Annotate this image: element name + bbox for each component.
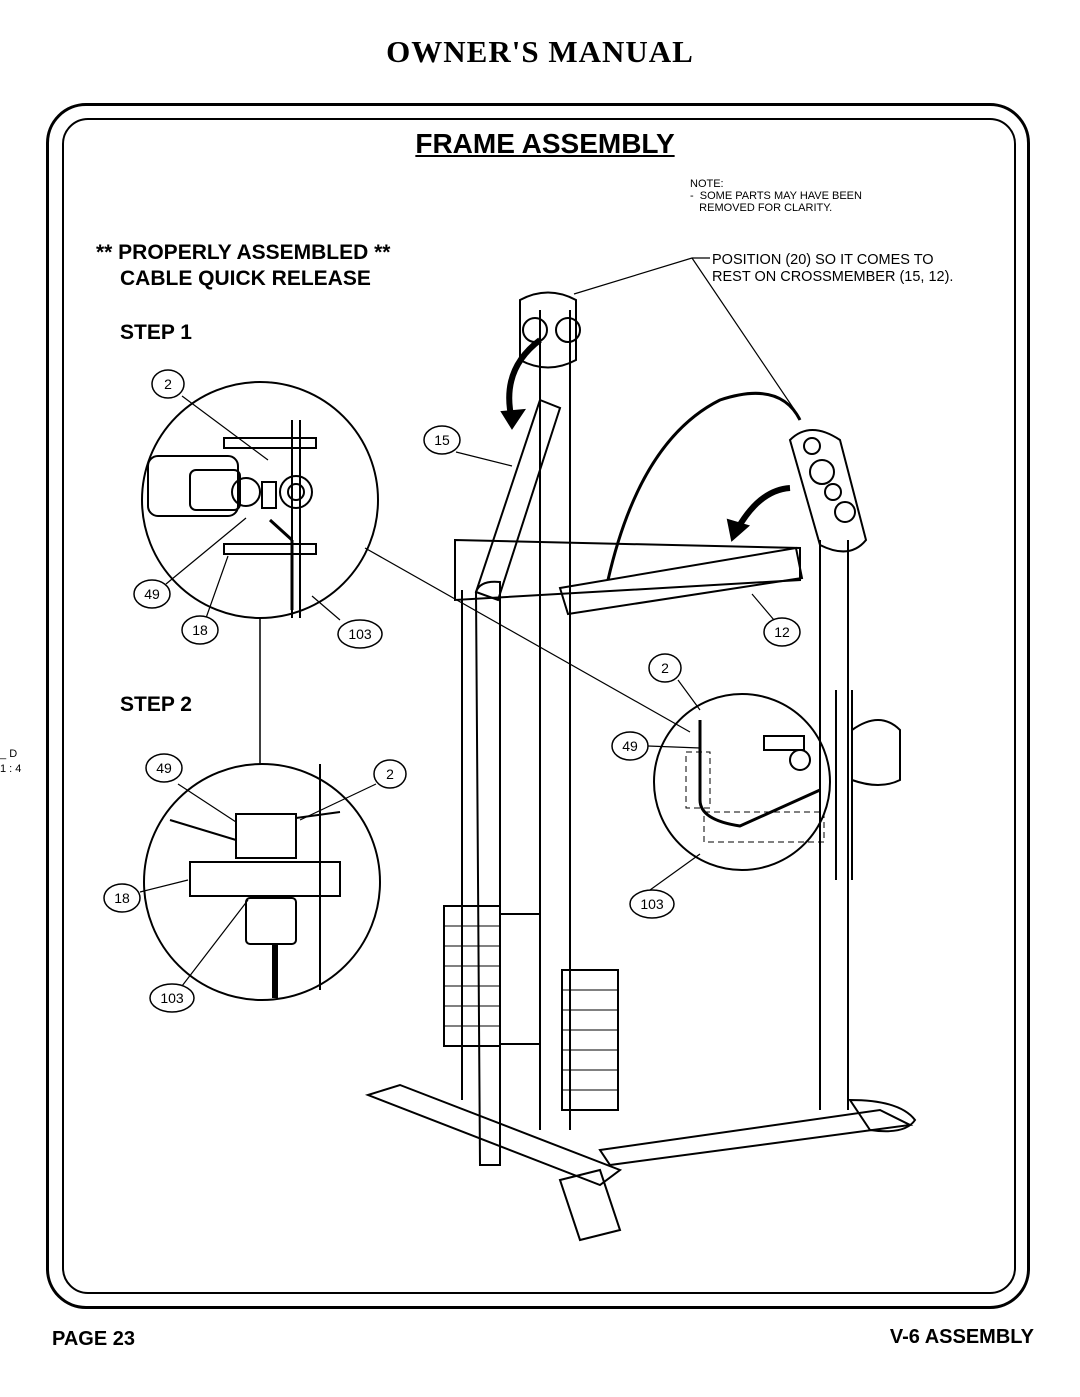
callout-bubble-2-detail xyxy=(648,653,682,683)
callout-18-step2: 18 xyxy=(114,890,130,906)
step-1-label: STEP 1 xyxy=(120,321,192,344)
callout-103-step2: 103 xyxy=(160,990,184,1006)
step2-detail-circle xyxy=(143,763,381,1001)
margin-mark-letter: _ D xyxy=(0,748,18,760)
margin-mark-scale: 1 : 4 xyxy=(0,763,22,775)
callout-15: 15 xyxy=(434,432,450,448)
callout-bubble-18-step1 xyxy=(181,615,219,645)
callout-49-step2: 49 xyxy=(156,760,172,776)
callout-bubble-18-step2 xyxy=(103,883,141,913)
section-title: FRAME ASSEMBLY xyxy=(415,128,675,159)
page-number: PAGE 23 xyxy=(52,1328,135,1350)
callout-bubble-49-step1 xyxy=(133,579,171,609)
clarity-note: NOTE: - SOME PARTS MAY HAVE BEEN REMOVED… xyxy=(690,178,862,214)
cable-detail-circle xyxy=(653,693,831,871)
callout-bubble-103-detail xyxy=(629,889,675,919)
callout-bubble-103-step1 xyxy=(337,619,383,649)
callout-12: 12 xyxy=(774,624,790,640)
page-frame-outer xyxy=(46,103,1030,1309)
callout-bubble-49-detail xyxy=(611,731,649,761)
assembly-heading-line2: CABLE QUICK RELEASE xyxy=(120,267,371,290)
callout-bubble-49-step2 xyxy=(145,753,183,783)
position-callout-line2: REST ON CROSSMEMBER (15, 12). xyxy=(712,269,954,285)
callout-2-step2: 2 xyxy=(386,766,394,782)
callout-49-step1: 49 xyxy=(144,586,160,602)
callout-103-detail: 103 xyxy=(640,896,664,912)
step1-detail-circle xyxy=(141,381,379,619)
manual-title: OWNER'S MANUAL xyxy=(386,34,694,69)
callout-2-step1: 2 xyxy=(164,376,172,392)
callout-2-detail: 2 xyxy=(661,660,669,676)
position-callout-line1: POSITION (20) SO IT COMES TO xyxy=(712,252,934,268)
callout-49-detail: 49 xyxy=(622,738,638,754)
page-frame-inner xyxy=(62,118,1016,1294)
callout-bubble-12 xyxy=(763,617,801,647)
callout-bubble-103-step2 xyxy=(149,983,195,1013)
callout-18-step1: 18 xyxy=(192,622,208,638)
callout-103-step1: 103 xyxy=(348,626,372,642)
step-2-label: STEP 2 xyxy=(120,693,192,716)
callout-bubble-2-step1 xyxy=(151,369,185,399)
section-footer: V-6 ASSEMBLY xyxy=(889,1326,1034,1348)
callout-bubble-15 xyxy=(423,425,461,455)
callout-bubble-2-step2 xyxy=(373,759,407,789)
assembly-heading-line1: ** PROPERLY ASSEMBLED ** xyxy=(96,241,391,264)
